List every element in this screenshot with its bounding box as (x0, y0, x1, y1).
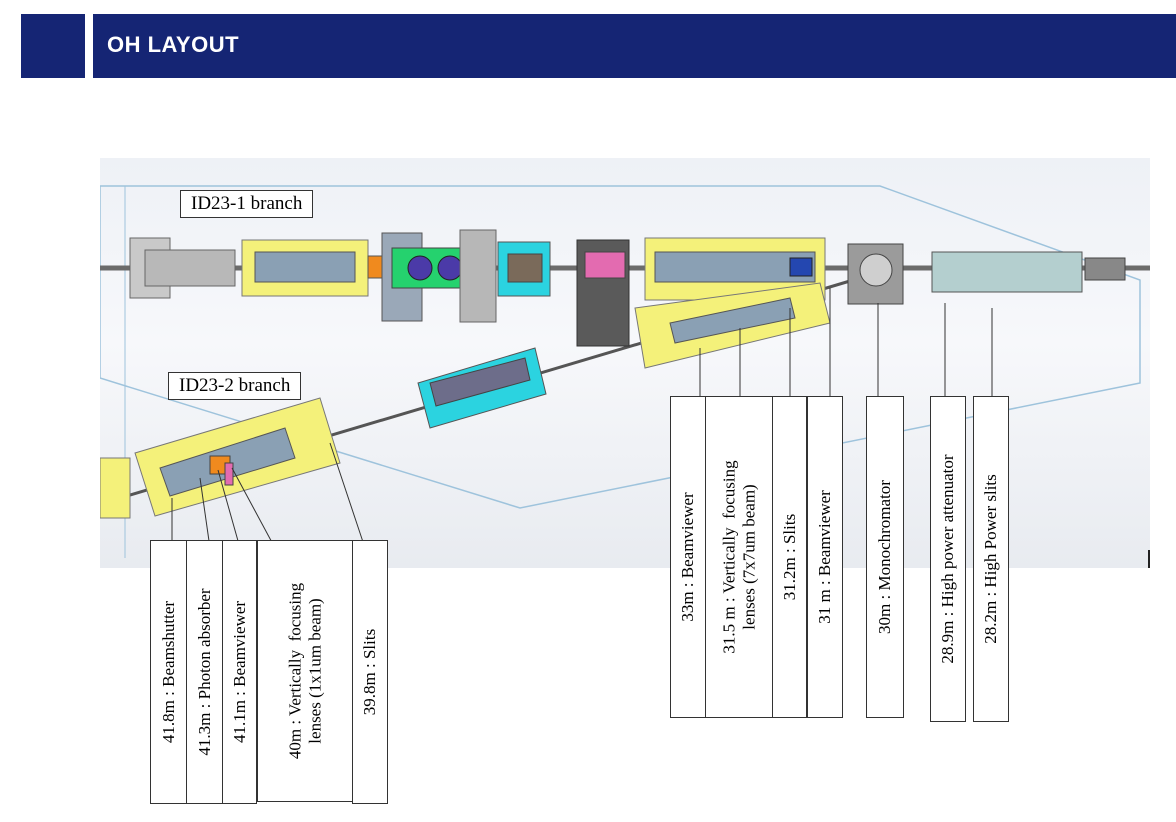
stage-3 (669, 297, 796, 344)
end-stage (144, 249, 236, 287)
label-lenses-31-5: 31.5 m : Vertically focusing lenses (7x7… (705, 396, 773, 718)
label-slits-39-8: 39.8m : Slits (352, 540, 388, 804)
layout-drawing (100, 185, 1150, 558)
stage-4 (429, 357, 531, 407)
label-beamviewer-33: 33m : Beamviewer (670, 396, 706, 718)
optics-hutch-diagram (100, 158, 1150, 568)
blue-block (789, 257, 813, 277)
label-attenuator-28-9: 28.9m : High power attenuator (930, 396, 966, 722)
leader-lines (171, 288, 993, 549)
stage-2 (654, 251, 816, 283)
page-title: OH LAYOUT (107, 32, 240, 57)
beamline-1-components (129, 229, 1126, 347)
lens-disc-2 (437, 255, 463, 281)
lens-disc-1 (407, 255, 433, 281)
yellow-zone-5 (100, 457, 131, 519)
edge-tick (1148, 550, 1150, 568)
mono-crystal (859, 253, 893, 287)
beamline-2-components (100, 282, 831, 519)
hutch-outline (100, 185, 1141, 509)
header-side-block (21, 14, 85, 78)
front-flange (1084, 257, 1126, 281)
label-beamviewer-41-1: 41.1m : Beamviewer (222, 540, 257, 804)
attenuator-slits (931, 251, 1083, 293)
gray-stand (459, 229, 497, 323)
label-monochromator-30: 30m : Monochromator (866, 396, 904, 718)
branch-label-id23-1: ID23-1 branch (180, 190, 314, 218)
label-absorber-41-3: 41.3m : Photon absorber (186, 540, 223, 804)
label-beamviewer-31: 31 m : Beamviewer (807, 396, 843, 718)
detector-1 (507, 253, 543, 283)
stage-1 (254, 251, 356, 283)
label-beamshutter-41-8: 41.8m : Beamshutter (150, 540, 187, 804)
label-slits-28-2: 28.2m : High Power slits (973, 396, 1009, 722)
label-slits-31-2: 31.2m : Slits (772, 396, 807, 718)
pink-post (224, 462, 234, 486)
magenta-chamber (584, 251, 626, 279)
header-bar: OH LAYOUT (93, 14, 1176, 78)
label-lenses-40: 40m : Vertically focusing lenses (1x1um … (257, 540, 353, 802)
branch-label-id23-2: ID23-2 branch (168, 372, 302, 400)
